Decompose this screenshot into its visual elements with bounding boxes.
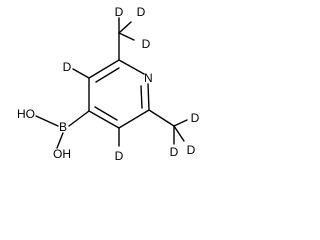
atom-cd3-lower-d-bottom2: D — [187, 143, 196, 157]
bond-c6-ch3-lower — [148, 109, 175, 127]
bond-c6-c5 — [118, 109, 150, 129]
bond-c2-n — [118, 59, 145, 75]
bond-cd3-upper-d-right1 — [118, 21, 132, 34]
bond-cd3-lower-d-right — [173, 119, 188, 127]
bond-c5-c4 — [88, 110, 120, 129]
atom-d-ring-lower: D — [115, 149, 124, 163]
bond-c3-d — [72, 68, 90, 79]
bond-n-c6 — [147, 83, 150, 111]
atom-boron: B — [59, 120, 67, 134]
atom-oh-upper: HO — [17, 107, 35, 121]
bond-cd3-lower-d-bottom2 — [173, 125, 185, 142]
atom-n: N — [144, 71, 153, 85]
atom-d-ring-upper: D — [63, 60, 72, 74]
bond-c5-c4-double — [94, 106, 118, 121]
atom-cd3-lower-d-right: D — [191, 111, 200, 125]
bonds — [35, 17, 188, 149]
atom-oh-lower: OH — [53, 147, 71, 161]
atom-cd3-upper-d-top: D — [115, 5, 124, 19]
structural-formula: N D D B HO OH D D D D D D — [17, 5, 200, 163]
bond-c3-c2 — [88, 59, 120, 79]
bond-c4-b — [68, 110, 90, 127]
bond-b-oh-upper — [35, 115, 59, 127]
atom-cd3-upper-d-right2: D — [142, 37, 151, 51]
bond-c3-c2-double — [95, 67, 120, 83]
bond-cd3-upper-d-right2 — [118, 32, 135, 41]
atom-labels: N D D B HO OH D D D D D D — [17, 5, 200, 163]
atom-cd3-lower-d-bottom1: D — [170, 145, 179, 159]
atom-cd3-upper-d-right1: D — [137, 5, 146, 19]
bond-b-oh-lower — [56, 132, 64, 149]
bond-n-c6-double — [140, 85, 143, 109]
